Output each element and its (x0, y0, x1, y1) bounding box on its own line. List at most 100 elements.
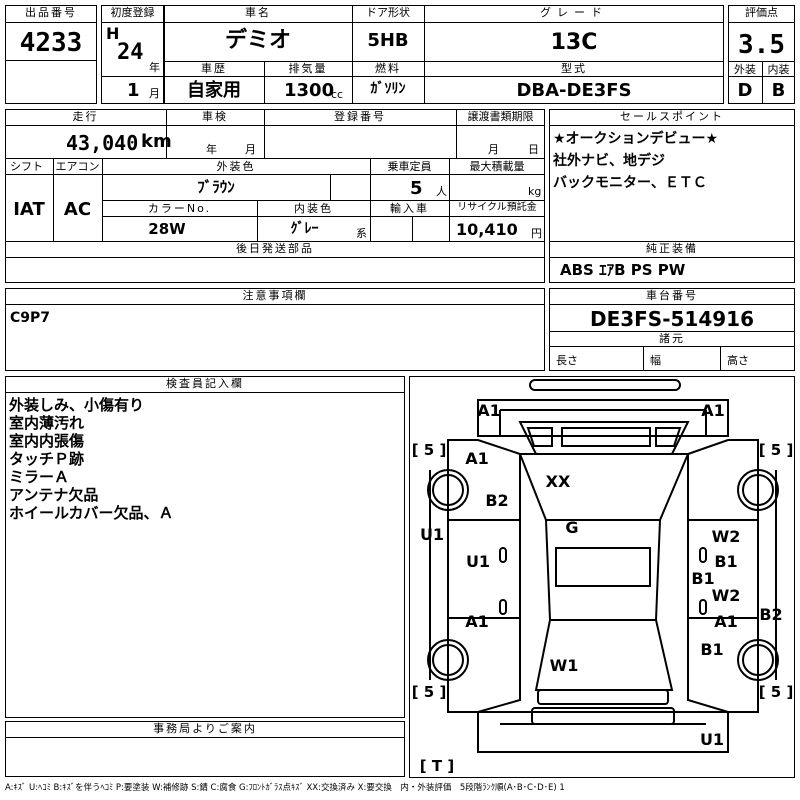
car-info-box (164, 5, 724, 104)
damage-mark: A1 (465, 449, 489, 468)
registration-label: 初度登録 (110, 6, 155, 19)
score: 3.5 (738, 30, 785, 60)
inspector-line-6: アンテナ欠品 (9, 486, 99, 504)
door-type: 5HB (367, 30, 409, 51)
seats-unit: 人 (436, 185, 447, 198)
kg-unit: kg (528, 185, 542, 198)
damage-mark: A1 (465, 612, 489, 631)
later-parts-box (5, 241, 545, 283)
notes: C9P7 (10, 310, 51, 326)
inspector-box (5, 376, 405, 718)
damage-mark: B1 (700, 640, 723, 659)
chassis-label: 車台番号 (646, 289, 698, 302)
tire-rating: [ 5 ] (412, 441, 447, 459)
transfer-day-unit: 日 (528, 143, 539, 156)
registration-year: 24 (117, 40, 144, 65)
width-label: 幅 (650, 354, 661, 367)
exterior-label: 外装 (734, 63, 756, 76)
displacement: 1300 (284, 80, 335, 101)
car-name: デミオ (224, 28, 291, 53)
damage-mark: B2 (485, 491, 508, 510)
regno-label: 登録番号 (334, 110, 386, 123)
grade: 13C (550, 30, 598, 55)
recycle: 10,410 (456, 220, 518, 239)
office-box (5, 721, 405, 777)
ac: AC (63, 199, 92, 220)
seats: 5 (410, 178, 423, 199)
tire-rating: [ 5 ] (759, 683, 794, 701)
damage-mark: B2 (759, 605, 782, 624)
sales-point-3: バックモニター、ＥＴＣ (553, 175, 707, 191)
inspector-line-1: 外装しみ、小傷有り (9, 396, 145, 414)
inspection-month-unit: 月 (245, 143, 256, 156)
damage-mark: A1 (701, 401, 725, 420)
interior-grade: B (771, 80, 786, 101)
damage-mark: A1 (714, 612, 738, 631)
recycle-label: リサイクル預託金 (457, 202, 537, 213)
sales-points-label: セールスポイント (620, 110, 724, 123)
transfer-label: 譲渡書類期限 (467, 110, 534, 123)
damage-mark: A1 (477, 401, 501, 420)
month-unit: 月 (149, 87, 160, 100)
cc-unit: cc (331, 88, 344, 101)
intcolor: ｸﾞﾚｰ (290, 221, 319, 237)
lot-number: 4233 (19, 28, 83, 58)
inspection-year-unit: 年 (206, 143, 217, 156)
history-label: 車歴 (201, 62, 227, 75)
door-label: ドア形状 (366, 6, 410, 19)
year-unit: 年 (149, 61, 160, 74)
inspector-line-7: ホイールカバー欠品、Ａ (9, 504, 174, 522)
intcolor-unit: 系 (356, 227, 367, 240)
damage-mark: W2 (712, 586, 741, 605)
grade-label: グレード (540, 6, 608, 19)
km-unit: km (141, 131, 172, 152)
shift: IAT (13, 199, 45, 220)
import-label: 輸入車 (390, 202, 429, 215)
lot-label: 出品番号 (25, 6, 77, 19)
color-label: 外装色 (216, 160, 256, 173)
intcolor-label: 内装色 (294, 202, 333, 215)
displacement-label: 排気量 (288, 62, 328, 75)
colorno-label: カラーNo. (147, 202, 212, 215)
tire-rating: [ 5 ] (412, 683, 447, 701)
inspection-label: 車検 (202, 110, 228, 123)
exterior-grade: D (737, 80, 753, 101)
inspector-line-5: ミラーＡ (9, 468, 70, 486)
inspector-line-2: 室内薄汚れ (9, 414, 85, 432)
era-letter: H (106, 24, 120, 43)
fuel-label: 燃料 (375, 62, 401, 75)
damage-mark: G (565, 518, 578, 537)
damage-mark: W2 (712, 527, 741, 546)
height-label: 高さ (727, 354, 749, 367)
mileage: 43,040 (66, 131, 139, 155)
inspector-line-4: タッチＰ跡 (9, 450, 85, 468)
sales-point-1: ★オークションデビュー★ (553, 131, 719, 147)
seats-label: 乗車定員 (387, 160, 432, 173)
spec-label: 諸元 (659, 332, 685, 345)
damage-mark: U1 (466, 552, 490, 571)
transfer-month-unit: 月 (488, 143, 499, 156)
lot-box (5, 5, 97, 104)
sales-point-2: 社外ナビ、地デジ (553, 153, 665, 169)
office-label: 事務局よりご案内 (153, 722, 257, 735)
shift-label: シフト (10, 160, 43, 173)
score-label: 評価点 (745, 6, 778, 19)
registration-box (101, 5, 164, 104)
chassis-box (549, 288, 795, 371)
equipment: ABS ｴｱB PS PW (560, 261, 686, 279)
model-label: 型式 (561, 62, 587, 75)
damage-mark: B1 (691, 569, 714, 588)
model: DBA-DE3FS (516, 80, 632, 101)
car-name-label: 車名 (245, 6, 271, 19)
ac-label: エアコン (55, 160, 100, 173)
registration-month: 1 (127, 80, 140, 101)
mileage-label: 走行 (72, 110, 99, 123)
damage-mark: U1 (700, 730, 724, 749)
damage-mark: U1 (420, 525, 444, 544)
interior-label: 内装 (767, 63, 790, 76)
colorno: 28W (148, 220, 186, 238)
load-label: 最大積載量 (469, 160, 525, 173)
tire-rating: [ 5 ] (759, 441, 794, 459)
damage-mark: XX (546, 472, 571, 491)
